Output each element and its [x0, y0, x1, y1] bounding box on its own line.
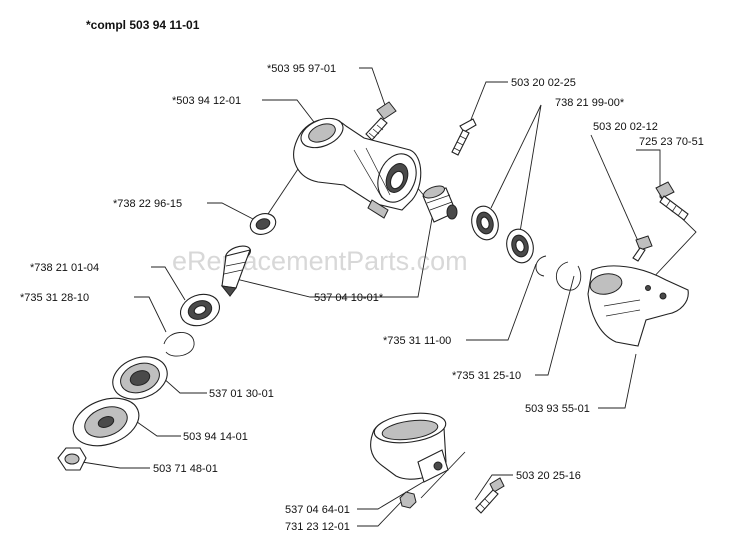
leader-503-20-25-16: [474, 474, 513, 501]
leader-738-21-01-04: [151, 266, 186, 301]
label-537-04-64-01: 537 04 64-01: [285, 504, 350, 516]
leader-735-31-25-10: [535, 275, 575, 376]
output-shaft-lower-537-04-10-01: [220, 245, 251, 297]
leader-503-94-12-01: [262, 99, 318, 127]
snap-ring-735-31-28-10: [163, 332, 195, 357]
label-735-31-28-10: *735 31 28-10: [20, 292, 89, 304]
assembly-title: *compl 503 94 11-01: [86, 18, 200, 32]
snap-ring-735-31-25-10: [555, 261, 582, 291]
leader-503-71-48-01: [81, 461, 150, 469]
bearing-738-21-99-00-a: [471, 205, 499, 241]
leader-735-31-11-00: [466, 263, 537, 341]
screw-503-20-25-16: [475, 477, 505, 514]
leader-503-94-14-01: [129, 416, 181, 437]
clamp-537-04-64-01: [370, 412, 449, 483]
gear-housing-503-94-12-01: [293, 117, 422, 219]
label-738-22-96-15: *738 22 96-15: [113, 198, 182, 210]
leader-lines: [81, 67, 697, 527]
leader-738-22-96-15: [207, 202, 254, 220]
leader-537-04-64-01: [357, 471, 441, 510]
label-503-94-12-01: *503 94 12-01: [172, 95, 241, 107]
washer-537-01-30-01: [112, 356, 168, 400]
leader-503-20-02-12: [590, 134, 639, 242]
nut-503-71-48-01: [57, 447, 87, 471]
label-725-23-70-51: 725 23 70-51: [639, 136, 704, 148]
screw-503-95-97-01: [365, 101, 397, 141]
part-labels: *503 95 97-01 *503 94 12-01 503 20 02-25…: [20, 63, 704, 533]
label-537-04-10-01: 537 04 10-01*: [314, 292, 384, 304]
label-503-20-02-25: 503 20 02-25: [511, 77, 576, 89]
leader-725-23-70-51: [636, 149, 697, 282]
label-537-01-30-01: 537 01 30-01: [209, 388, 274, 400]
screw-503-20-02-25: [451, 118, 477, 156]
label-738-21-01-04: *738 21 01-04: [30, 262, 99, 274]
axis-line-clamp: [420, 451, 466, 499]
leader-537-04-10-01-a: [231, 277, 392, 298]
leader-738-21-99-00-b: [519, 104, 542, 233]
label-503-93-55-01: 503 93 55-01: [525, 403, 590, 415]
label-503-95-97-01: *503 95 97-01: [267, 63, 336, 75]
snap-ring-735-31-11-00: [535, 255, 547, 277]
guard-bracket-503-93-55-01: [587, 265, 689, 347]
screw-725-23-70-51: [655, 181, 689, 221]
axis-line-upper: [267, 165, 301, 215]
label-735-31-25-10: *735 31 25-10: [452, 370, 521, 382]
label-503-71-48-01: 503 71 48-01: [153, 463, 218, 475]
support-cup-503-94-14-01: [72, 397, 140, 447]
label-738-21-99-00: 738 21 99-00*: [555, 97, 625, 109]
bearing-738-21-01-04: [179, 293, 221, 327]
bearing-738-21-99-00-b: [506, 228, 534, 264]
leader-537-04-10-01-b: [392, 212, 434, 298]
label-731-23-12-01: 731 23 12-01: [285, 521, 350, 533]
label-503-20-02-12: 503 20 02-12: [593, 121, 658, 133]
pinion-shaft-upper-537-04-10-01: [422, 185, 458, 223]
label-503-94-14-01: 503 94 14-01: [183, 431, 248, 443]
label-735-31-11-00: *735 31 11-00: [383, 335, 451, 347]
screw-503-20-02-12: [632, 235, 653, 262]
leader-731-23-12-01: [357, 500, 403, 527]
watermark-text: eReplacementParts.com: [172, 246, 468, 276]
label-503-20-25-16: 503 20 25-16: [516, 470, 581, 482]
seal-738-22-96-15: [249, 213, 277, 235]
leader-537-01-30-01: [161, 376, 207, 394]
leader-735-31-28-10: [134, 296, 167, 333]
leader-503-95-97-01: [359, 67, 387, 109]
nut-731-23-12-01: [399, 491, 417, 509]
leader-503-93-55-01: [598, 353, 637, 409]
leader-503-20-02-25: [469, 81, 508, 123]
leader-738-21-99-00-a: [490, 104, 542, 209]
